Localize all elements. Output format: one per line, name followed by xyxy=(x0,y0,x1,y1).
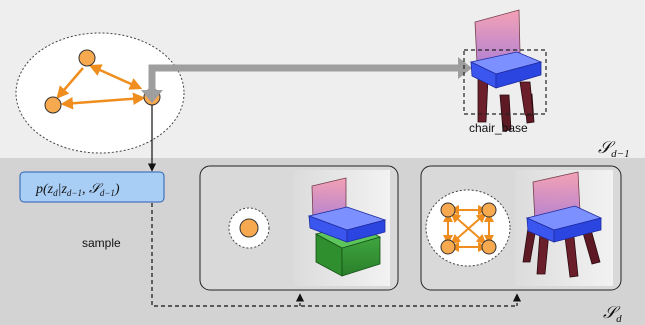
dashed-sample-path xyxy=(151,203,522,307)
graph-node xyxy=(481,202,497,218)
chair-base-icon xyxy=(463,9,547,132)
graph-node xyxy=(440,202,456,218)
formula-box: p(zd|zd−1, 𝒮d−1) xyxy=(19,171,165,203)
candidate-panel-1 xyxy=(199,165,399,291)
graph-node xyxy=(440,239,456,255)
chair-base-label: chair_base xyxy=(469,121,528,135)
graph-node xyxy=(44,96,62,114)
parent-graph xyxy=(15,32,185,154)
selection-box xyxy=(463,49,547,115)
graph-node xyxy=(78,49,96,67)
candidate-panel-2 xyxy=(420,165,622,291)
grey-arrow xyxy=(141,57,472,103)
graph-node xyxy=(481,239,497,255)
sample-label: sample xyxy=(82,236,121,250)
graph-node xyxy=(239,218,259,238)
